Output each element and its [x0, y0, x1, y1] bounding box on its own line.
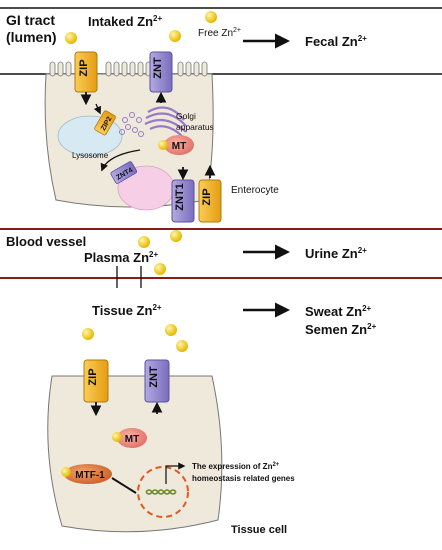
mtf1-factor — [64, 464, 112, 484]
microvillus — [177, 61, 184, 77]
lumen-label: (lumen) — [6, 29, 57, 45]
microvillus — [57, 61, 64, 77]
tissue-zn-label: Tissue Zn2+ — [92, 303, 162, 318]
mtf1-label: MTF-1 — [75, 470, 105, 481]
zinc-ion — [65, 32, 77, 44]
zinc-ion — [205, 11, 217, 23]
zinc-ion — [169, 30, 181, 42]
zinc-ion — [138, 236, 150, 248]
tissue-cell — [47, 375, 223, 533]
tissue-cell-label: Tissue cell — [231, 524, 287, 536]
zinc-ion — [170, 230, 182, 242]
mt-protein-enterocyte — [164, 135, 194, 155]
microvillus — [105, 61, 112, 77]
microvillus — [201, 61, 208, 77]
zip-apical-label: ZIP — [78, 59, 90, 76]
zip-tissue-label: ZIP — [87, 368, 99, 385]
mt-tissue-label: MT — [125, 434, 139, 445]
zip-basolateral-label: ZIP — [201, 188, 213, 205]
sweat-zn-label: Sweat Zn2+ — [305, 304, 372, 319]
golgi-label: Golgi — [176, 111, 196, 121]
lysosome-label: Lysosome — [72, 151, 109, 160]
mt-enterocyte-label: MT — [172, 141, 186, 152]
mtf1-to-dna-line — [111, 477, 137, 494]
microvilli — [49, 61, 208, 77]
zip2-arrow — [93, 103, 102, 115]
semen-zn-label: Semen Zn2+ — [305, 322, 377, 337]
lysosome-to-znt4-arrow — [100, 149, 141, 172]
znt-tissue-label: ZNT — [148, 366, 160, 388]
mt-protein-tissue — [117, 428, 147, 448]
microvillus — [121, 61, 128, 77]
zinc-ion — [176, 340, 188, 352]
free-zn-label: Free Zn2+ — [198, 27, 241, 39]
zinc-ion — [154, 263, 166, 275]
microvillus — [185, 61, 192, 77]
znt4-transporter: ZNT4 — [110, 161, 138, 184]
microvillus — [65, 61, 72, 77]
golgi-vesicles — [119, 112, 144, 137]
znt-apical-label: ZNT — [152, 57, 164, 79]
microvillus — [49, 61, 56, 77]
microvillus — [193, 61, 200, 77]
nucleus — [137, 466, 189, 518]
zinc-ion — [82, 328, 94, 340]
golgi-label-2: apparatus — [176, 122, 214, 132]
zinc-ion — [112, 432, 122, 442]
plasma-zn-label: Plasma Zn2+ — [84, 250, 158, 265]
expression-arrow — [165, 462, 186, 484]
blood-vessel-label: Blood vessel — [6, 234, 86, 249]
microvillus — [113, 61, 120, 77]
gi-tract-label: GI tract — [6, 12, 55, 28]
microvillus — [129, 61, 136, 77]
zinc-ion — [61, 467, 71, 477]
zinc-ion — [158, 140, 168, 150]
microvillus — [137, 61, 144, 77]
golgi-apparatus — [144, 106, 187, 137]
zinc-ion — [165, 324, 177, 336]
fecal-zn-label: Fecal Zn2+ — [305, 34, 367, 49]
expression-label: The expression of Zn2+ — [192, 462, 280, 471]
urine-zn-label: Urine Zn2+ — [305, 246, 367, 261]
intaked-zn-label: Intaked Zn2+ — [88, 14, 162, 29]
enterocyte-label: Enterocyte — [231, 185, 279, 196]
dna-helix — [145, 489, 177, 495]
zip2-transporter: ZIP2 — [94, 110, 116, 136]
zip-transporter-basolateral — [198, 179, 222, 223]
expression-label-2: homeostasis related genes — [192, 474, 295, 483]
znt1-label: ZNT1 — [174, 183, 186, 211]
